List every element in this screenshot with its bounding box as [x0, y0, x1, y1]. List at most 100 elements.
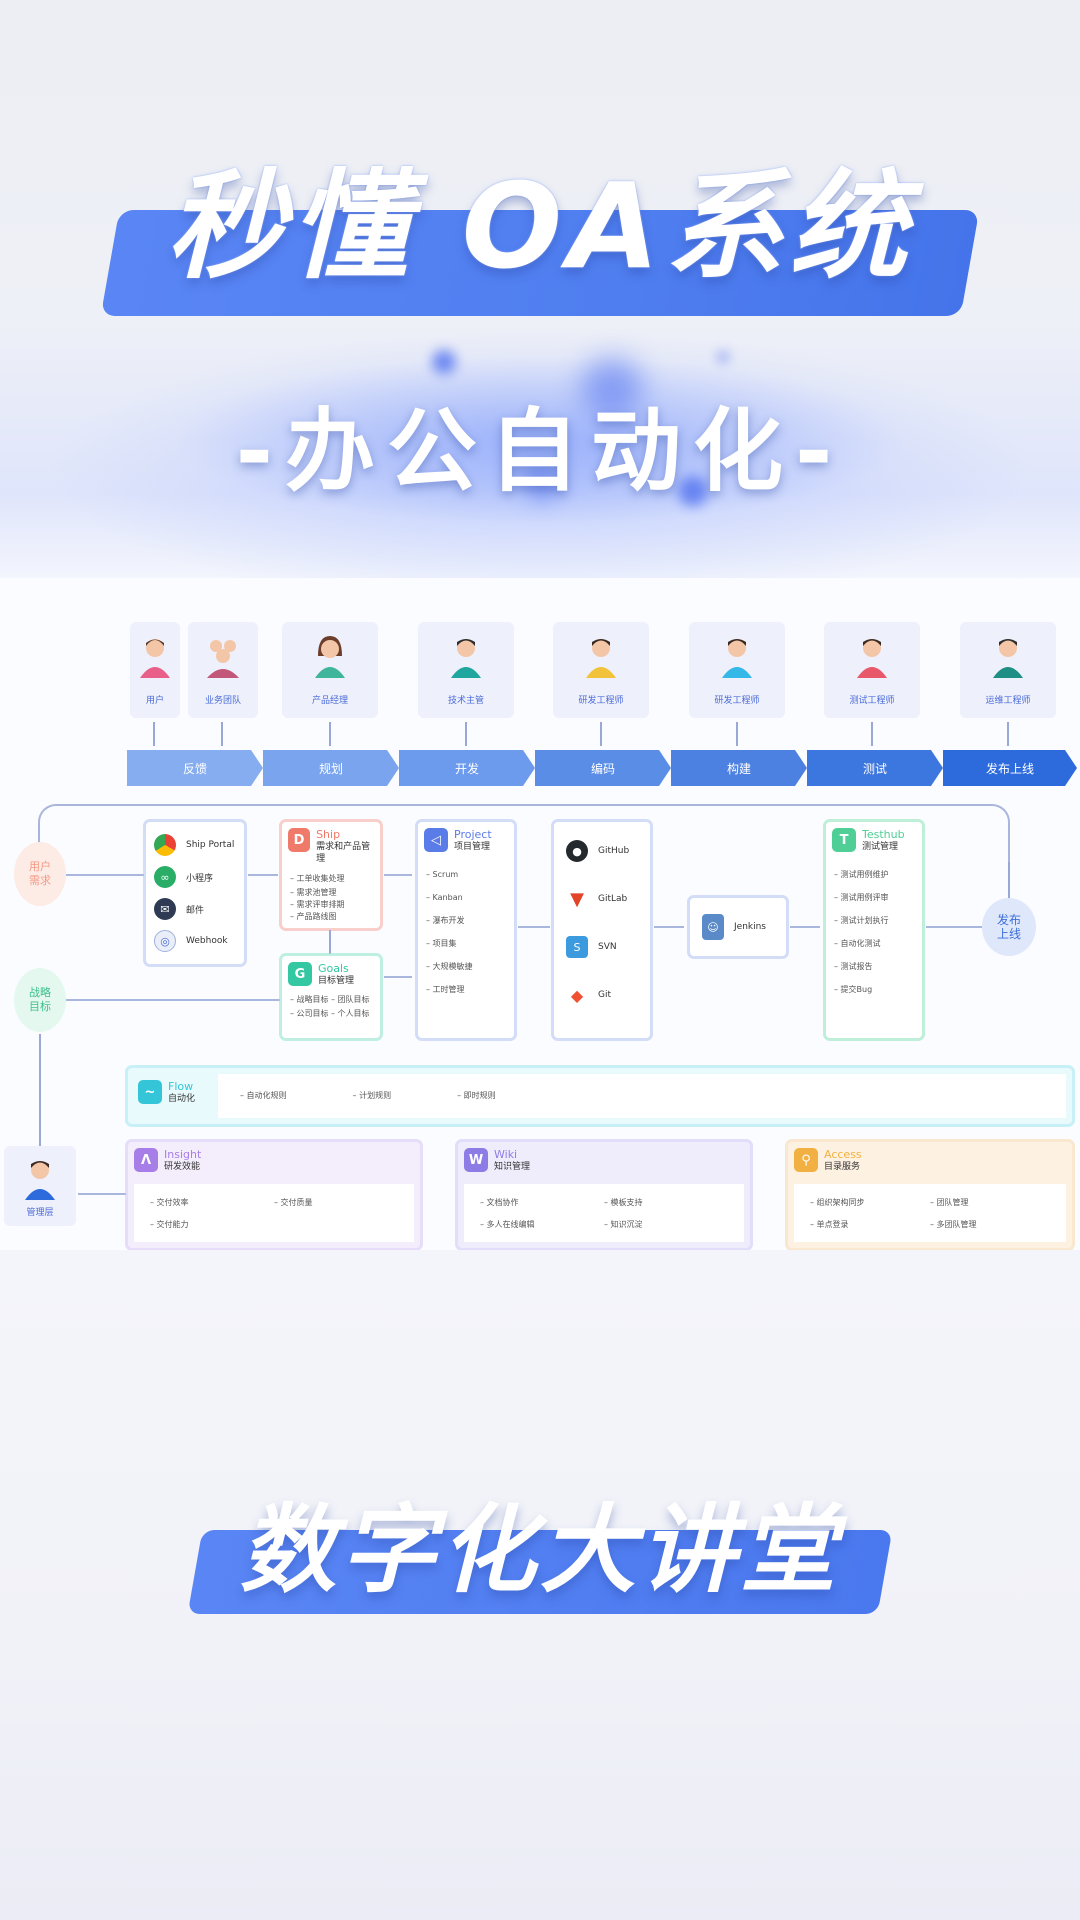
connector-arrow	[329, 930, 331, 954]
decor-dot	[524, 465, 560, 501]
channel-label: Ship Portal	[186, 840, 235, 850]
stage-build: 构建	[671, 750, 807, 786]
channels-box: Ship Portal ∞ 小程序 ✉ 邮件 ◎ Webhook	[146, 822, 244, 964]
gitlab-icon: ▼	[566, 888, 588, 910]
role-card-user: 用户	[130, 622, 180, 718]
channel-label: 小程序	[186, 873, 214, 884]
wiki-name: Wiki	[494, 1148, 518, 1161]
wiki-item: – 文档协作	[480, 1198, 519, 1207]
decor-dot	[678, 476, 708, 506]
developer-avatar-icon	[722, 639, 752, 678]
access-item: – 组织架构同步	[810, 1198, 865, 1207]
channel-row[interactable]: Ship Portal	[154, 834, 236, 856]
testhub-item: – 测试用例评审	[834, 893, 889, 902]
pm-avatar-icon	[315, 636, 345, 678]
ship-logo-icon: D	[288, 828, 311, 852]
stage-test: 测试	[807, 750, 943, 786]
testhub-logo-icon: T	[832, 828, 856, 852]
repo-row[interactable]: ▼ GitLab	[566, 888, 638, 910]
role-label: 测试工程师	[849, 696, 895, 706]
feedback-loop-line	[38, 804, 1010, 864]
project-desc: 项目管理	[454, 842, 491, 852]
project-item: – Scrum	[426, 870, 459, 879]
connector-line	[790, 926, 820, 928]
webhook-icon: ◎	[154, 930, 176, 952]
flow-item: – 计划规则	[352, 1091, 392, 1100]
project-name: Project	[454, 828, 492, 841]
connector-arrow	[871, 722, 873, 746]
wiki-desc: 知识管理	[494, 1162, 531, 1172]
ship-item: – 产品路线图	[290, 912, 337, 921]
page-title: 秒懂 OA系统	[166, 157, 914, 295]
goals-item: – 战略目标	[290, 995, 329, 1004]
chrome-icon	[154, 834, 176, 856]
connector-arrow	[600, 722, 602, 746]
access-item: – 单点登录	[810, 1220, 849, 1229]
tech-lead-avatar-icon	[451, 639, 481, 678]
connector-arrow	[329, 722, 331, 746]
connector-line	[518, 926, 550, 928]
ship-desc: 需求和产品管理	[316, 842, 371, 864]
insight-item: – 交付能力	[150, 1220, 189, 1229]
connector-line	[654, 926, 684, 928]
flow-desc: 自动化	[168, 1094, 196, 1104]
repos-box: ● GitHub ▼ GitLab S SVN ◆ Git	[554, 822, 650, 1038]
role-card-ops: 运维工程师	[960, 622, 1056, 718]
stage-release: 发布上线	[943, 750, 1077, 786]
connector-arrow	[39, 1034, 41, 1146]
role-card-tech-lead: 技术主管	[418, 622, 514, 718]
connector-line	[926, 926, 982, 928]
connector-line	[66, 999, 280, 1001]
jenkins-box[interactable]: ☺ Jenkins	[690, 898, 786, 956]
repo-row[interactable]: ◆ Git	[566, 984, 638, 1006]
project-item: – Kanban	[426, 893, 463, 902]
access-desc: 目录服务	[824, 1162, 861, 1172]
flow-name: Flow	[168, 1080, 194, 1093]
connector-arrow	[1007, 722, 1009, 746]
stage-develop: 开发	[399, 750, 535, 786]
jenkins-label: Jenkins	[734, 922, 767, 932]
testhub-item: – 测试用例维护	[834, 870, 889, 879]
goals-item: – 个人目标	[331, 1009, 370, 1018]
manager-avatar-icon	[25, 1161, 55, 1200]
developer-avatar-icon	[586, 639, 616, 678]
repo-row[interactable]: S SVN	[566, 936, 638, 958]
repo-label: GitHub	[598, 846, 630, 856]
channel-row[interactable]: ✉ 邮件	[154, 898, 236, 920]
insight-item: – 交付质量	[274, 1198, 313, 1207]
stage-coding: 编码	[535, 750, 671, 786]
role-label: 业务团队	[204, 696, 241, 706]
repo-label: GitLab	[598, 894, 628, 904]
connector-arrow	[465, 722, 467, 746]
access-logo-icon: ⚲	[794, 1148, 818, 1172]
ship-name: Ship	[316, 828, 341, 841]
repo-label: SVN	[598, 942, 617, 952]
insight-logo-icon: Λ	[134, 1148, 158, 1172]
testhub-item: – 测试报告	[834, 962, 873, 971]
wiki-logo-icon: W	[464, 1148, 488, 1172]
repo-row[interactable]: ● GitHub	[566, 840, 638, 862]
channel-row[interactable]: ∞ 小程序	[154, 866, 236, 888]
release-node: 发布 上线	[982, 898, 1036, 956]
channel-row[interactable]: ◎ Webhook	[154, 930, 236, 952]
role-card-pm: 产品经理	[282, 622, 378, 718]
ship-item: – 需求评审排期	[290, 900, 345, 909]
goals-item: – 公司目标	[290, 1009, 329, 1018]
connector-line	[248, 874, 278, 876]
testhub-item: – 测试计划执行	[834, 916, 889, 925]
stage-feedback: 反馈	[127, 750, 263, 786]
connector-line	[384, 874, 412, 876]
github-icon: ●	[566, 840, 588, 862]
project-logo-icon: ◁	[424, 828, 448, 852]
role-card-business: 业务团队	[188, 622, 258, 718]
project-item: – 大规模敏捷	[426, 962, 473, 971]
team-avatar-icon	[207, 640, 239, 678]
connector-arrow	[153, 722, 155, 746]
goals-logo-icon: G	[288, 962, 312, 986]
wiki-item: – 知识沉淀	[604, 1220, 643, 1229]
role-label: 研发工程师	[714, 696, 760, 706]
